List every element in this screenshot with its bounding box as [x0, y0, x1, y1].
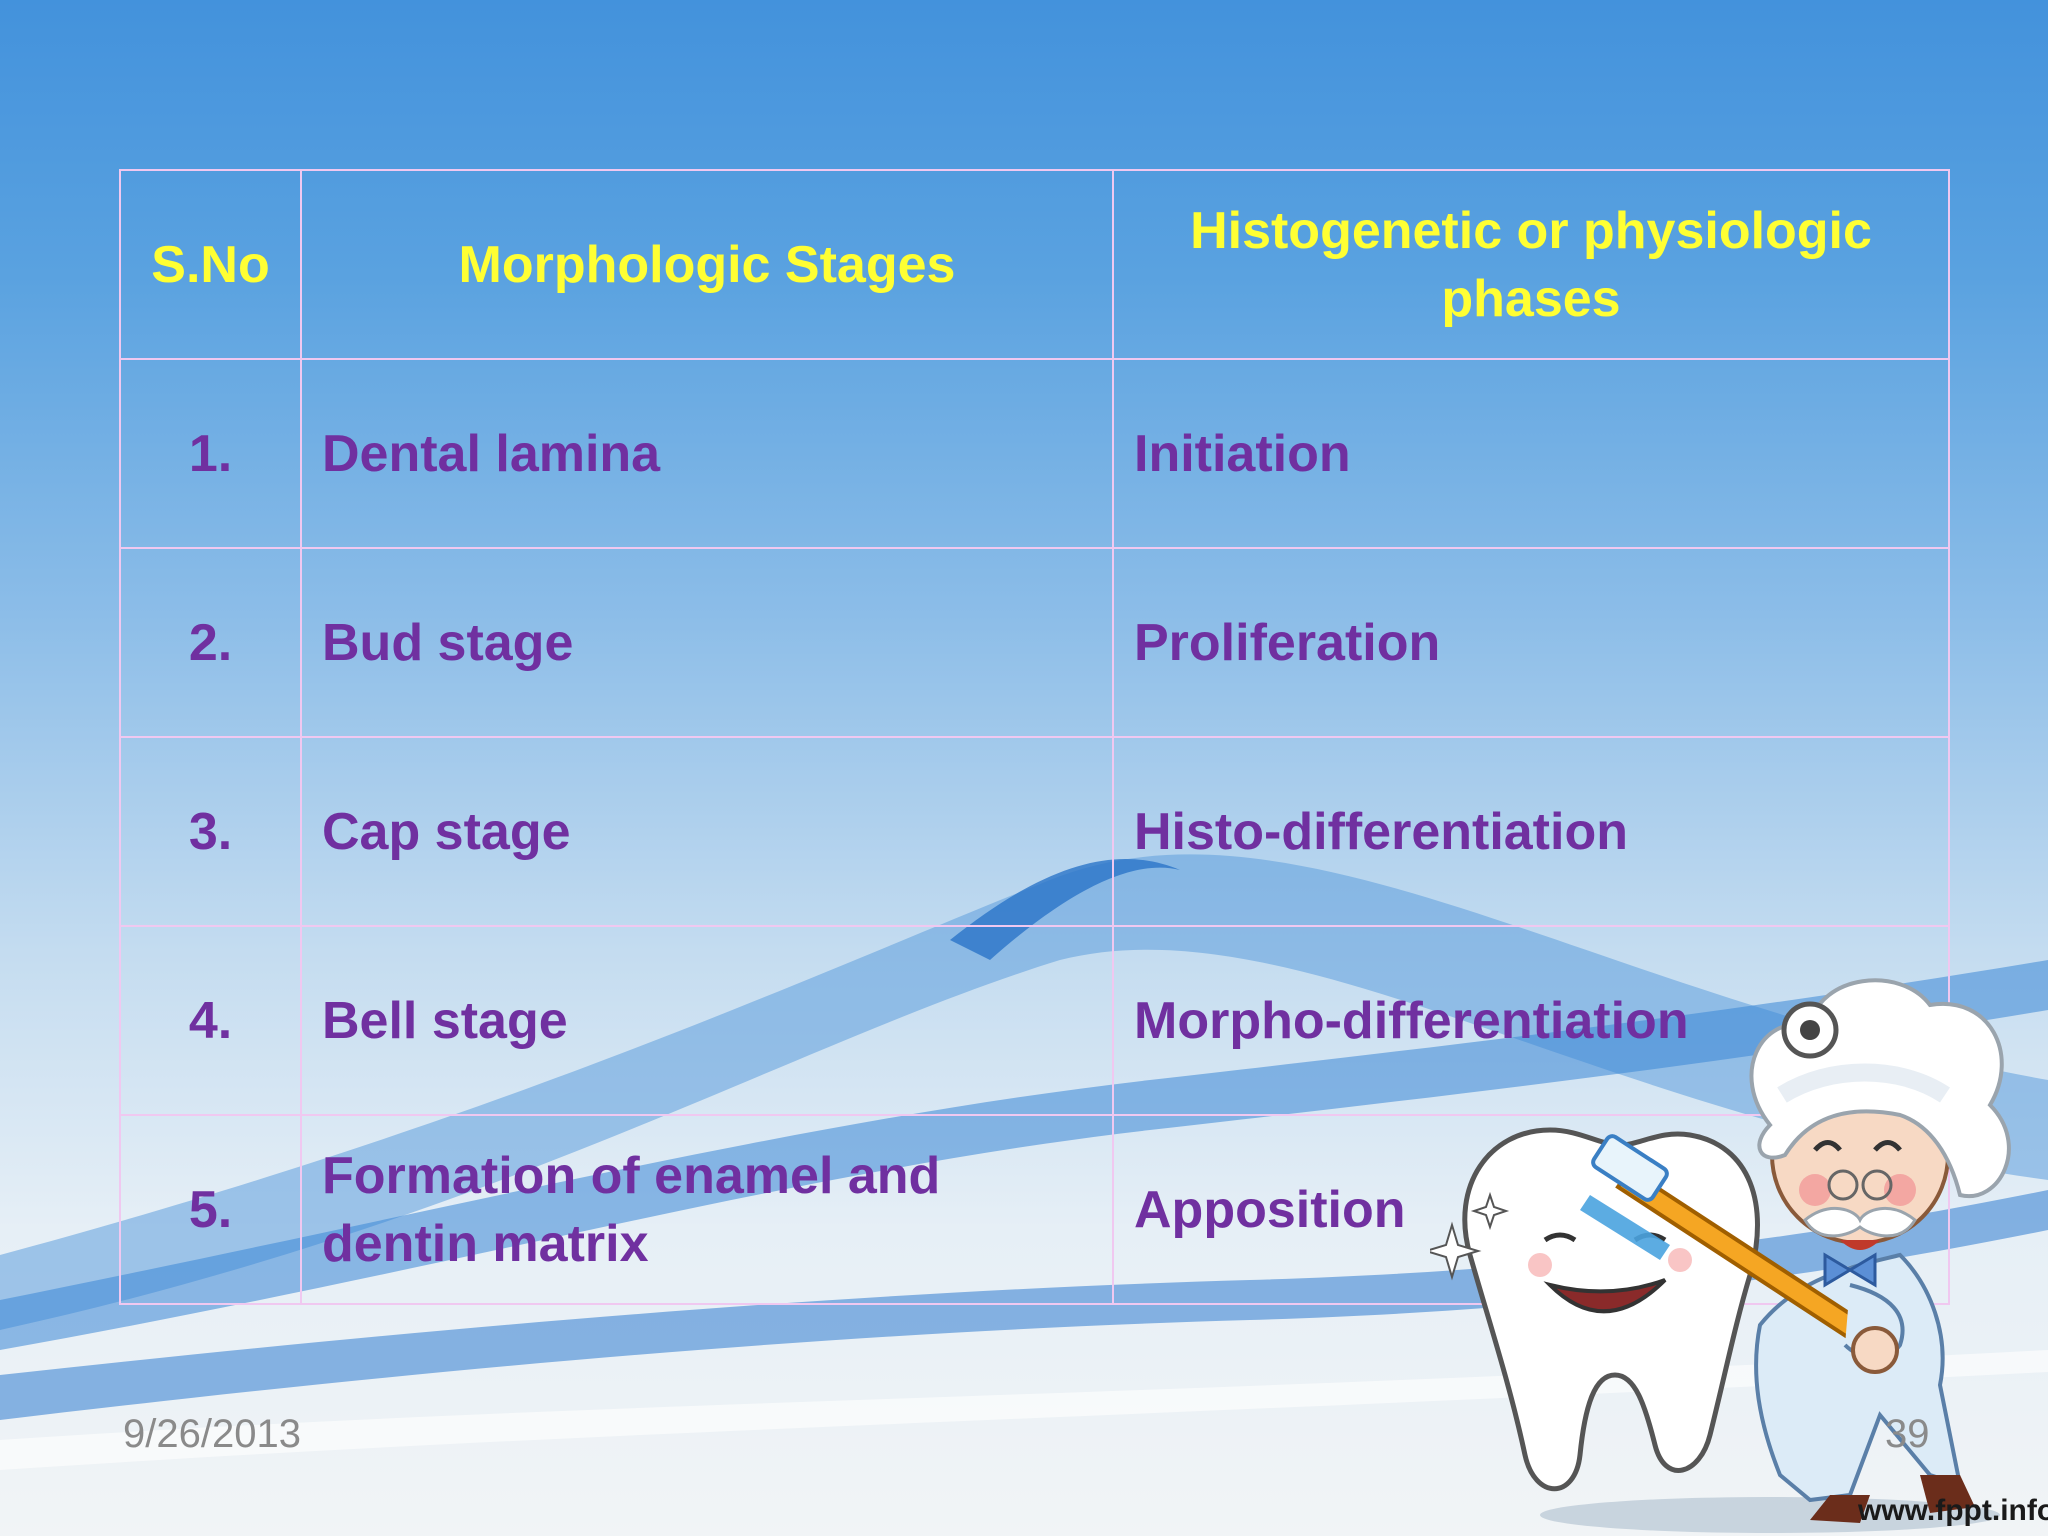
table-row: 1. Dental lamina Initiation	[119, 358, 1950, 549]
header-histogenetic-phases-label: Histogenetic or physiologic phases	[1190, 201, 1872, 328]
slide-page-number: 39	[1885, 1412, 1930, 1456]
row-number: 5.	[119, 1114, 302, 1305]
slide-date: 9/26/2013	[123, 1412, 301, 1456]
table-header-row: S.No Morphologic Stages Histogenetic or …	[119, 169, 1950, 360]
row-number: 3.	[119, 736, 302, 927]
table-row: 2. Bud stage Proliferation	[119, 547, 1950, 738]
row-phase: Initiation	[1112, 358, 1950, 549]
row-stage: Dental lamina	[300, 358, 1114, 549]
dentist-cartoon-illustration	[1430, 978, 2011, 1533]
site-watermark: www.fppt.info	[1858, 1494, 2048, 1527]
stages-table: S.No Morphologic Stages Histogenetic or …	[119, 169, 1950, 1305]
header-morphologic-stages: Morphologic Stages	[300, 169, 1114, 360]
row-number: 2.	[119, 547, 302, 738]
row-phase: Histo-differentiation	[1112, 736, 1950, 927]
table-row: 3. Cap stage Histo-differentiation	[119, 736, 1950, 927]
row-stage: Formation of enamel and dentin matrix	[300, 1114, 1114, 1305]
header-sno: S.No	[119, 169, 302, 360]
table-row: 5. Formation of enamel and dentin matrix…	[119, 1114, 1950, 1305]
header-histogenetic-phases: Histogenetic or physiologic phases	[1112, 169, 1950, 360]
row-stage: Cap stage	[300, 736, 1114, 927]
row-number: 4.	[119, 925, 302, 1116]
row-stage: Bell stage	[300, 925, 1114, 1116]
row-phase: Proliferation	[1112, 547, 1950, 738]
row-number: 1.	[119, 358, 302, 549]
row-stage: Bud stage	[300, 547, 1114, 738]
